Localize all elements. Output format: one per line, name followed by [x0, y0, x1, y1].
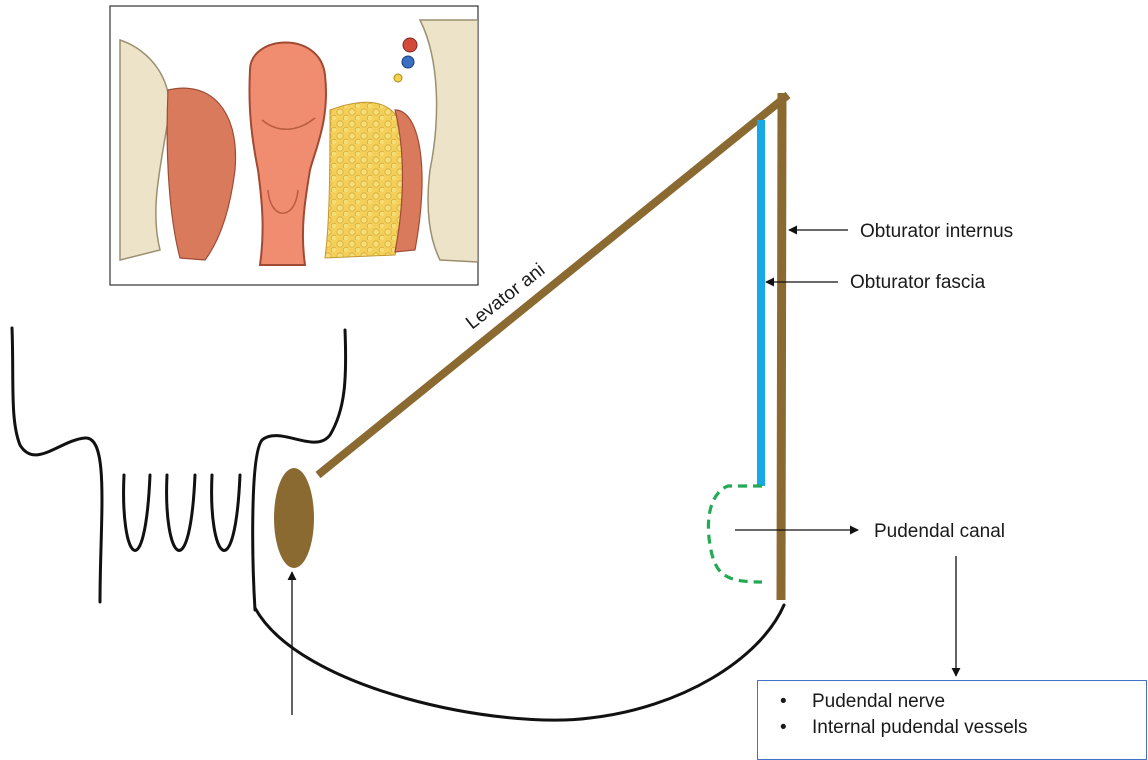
nerve-yellow-shape	[394, 74, 402, 82]
anatomy-inset-image	[110, 6, 478, 285]
obturator-internus-line	[781, 93, 782, 600]
pudendal-canal-label: Pudendal canal	[874, 521, 1005, 542]
bullet-icon: •	[780, 715, 787, 741]
list-item: • Internal pudendal vessels	[758, 715, 1146, 741]
pudendal-nerve-text: Pudendal nerve	[812, 691, 945, 712]
ischioanal-fossa-floor	[255, 605, 784, 720]
pudendal-canal-shape	[708, 486, 762, 582]
list-item: • Pudendal nerve	[758, 689, 1146, 715]
left-wall-outline	[12, 328, 102, 602]
vessel-red-shape	[403, 38, 417, 52]
fat-tissue-shape	[325, 102, 406, 258]
obturator-fascia-label: Obturator fascia	[850, 272, 986, 293]
canal-contents-box: • Pudendal nerve • Internal pudendal vesse…	[757, 680, 1147, 760]
external-anal-sphincter-shape	[274, 468, 314, 568]
internal-pudendal-vessels-text: Internal pudendal vessels	[812, 717, 1027, 738]
canal-contents-list: • Pudendal nerve • Internal pudendal vesse…	[758, 681, 1146, 741]
obturator-internus-label: Obturator internus	[860, 221, 1013, 242]
vessel-blue-shape	[402, 56, 414, 68]
anal-column-1	[124, 475, 150, 550]
anal-column-3	[212, 475, 240, 550]
anal-column-2	[167, 475, 195, 550]
bullet-icon: •	[780, 689, 787, 715]
